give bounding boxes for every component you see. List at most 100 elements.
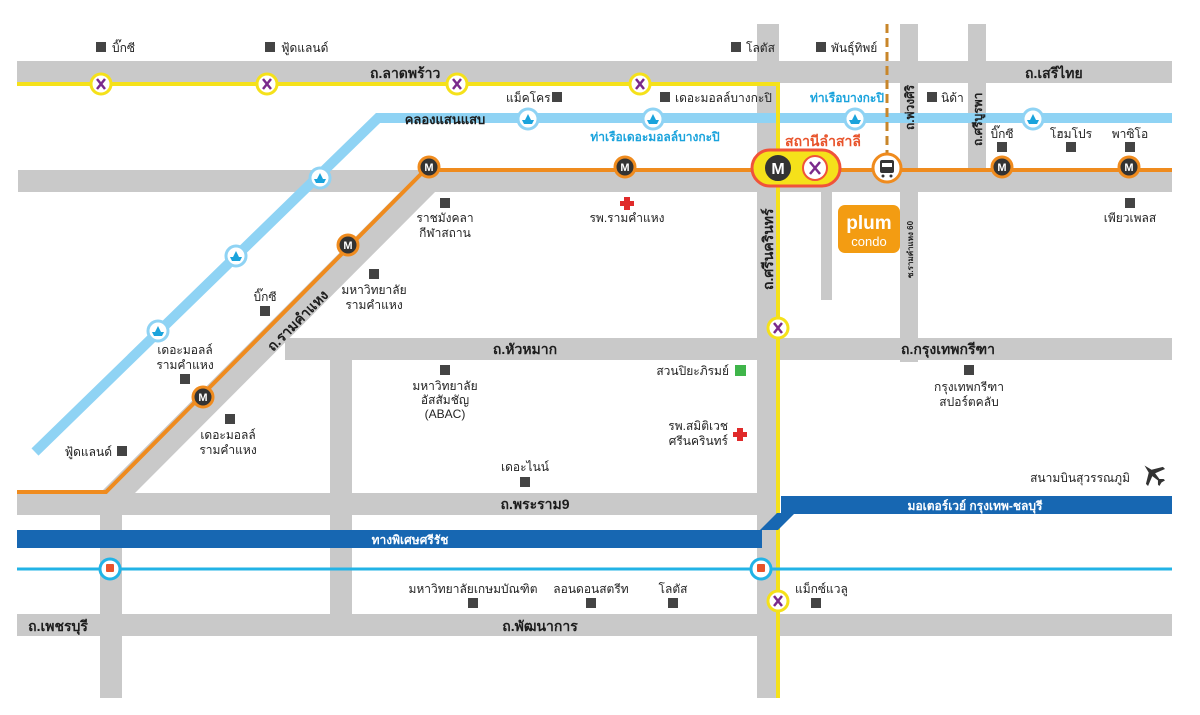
metro-station-icon: M — [613, 155, 637, 179]
label-khlong: คลองแสนแสบ — [405, 112, 486, 127]
place-krungthep-sport-1: กรุงเทพกรีฑา — [934, 380, 1004, 395]
place-mall-ram-2b: รามคำแหง — [199, 443, 256, 457]
place-labels: บิ๊กซี ฟู้ดแลนด์ โลตัส พันธุ์ทิพย์ แม็คโ… — [65, 39, 1157, 597]
road-sri-burapha — [968, 24, 986, 174]
park-marker-icon — [735, 365, 746, 376]
road-hua-mak — [285, 338, 1172, 360]
station-name-label: สถานีลำสาลี — [785, 133, 861, 149]
place-samitivej-1: รพ.สมิติเวช — [668, 419, 728, 433]
place-rajamangala-2: กีฬาสถาน — [419, 226, 471, 240]
place-lawn-down: ลอนดอนสตรีท — [553, 582, 629, 596]
label-phetchaburi: ถ.เพชรบุรี — [28, 618, 88, 635]
canal-layer — [31, 113, 1172, 456]
place-suan-piya: สวนปิยะภิรมย์ — [656, 364, 729, 378]
yellow-line-station-icon — [445, 72, 469, 96]
road-mid-vertical — [330, 340, 352, 616]
lam-sali-station[interactable]: M สถานีลำสาลี — [750, 133, 861, 188]
metro-stations: M M M M M M — [191, 155, 1141, 409]
label-seri-thai: ถ.เสรีไทย — [1025, 64, 1083, 81]
place-home-pro: โฮมโปร — [1050, 127, 1093, 141]
canal-khlong-saen-saep — [31, 113, 1172, 456]
boat-icon — [308, 166, 332, 190]
boat-icon — [516, 107, 540, 131]
marker-square — [117, 446, 127, 456]
rail-station-icon — [749, 557, 773, 581]
marker-square — [520, 477, 530, 487]
place-bigc-1: บิ๊กซี — [112, 39, 135, 55]
si-rat-label: ทางพิเศษศรีรัช — [372, 533, 449, 547]
pier-bangkapi-label: ท่าเรือบางกะปิ — [810, 91, 884, 105]
place-markers — [96, 42, 1135, 608]
boat-icon — [843, 107, 867, 131]
marker-square — [96, 42, 106, 52]
place-bigc-3: บิ๊กซี — [253, 288, 276, 304]
place-mall-ram-1b: รามคำแหง — [156, 358, 213, 372]
label-krungthep-kreetha: ถ.กรุงเทพกรีฑา — [901, 341, 995, 358]
yellow-line-station-icon — [766, 589, 790, 613]
svg-text:M: M — [198, 392, 207, 404]
place-lotus-1: โลตัส — [746, 41, 776, 55]
marker-square — [225, 414, 235, 424]
svg-text:M: M — [1124, 162, 1133, 174]
road-rama9 — [17, 493, 775, 515]
brand-line2: condo — [851, 234, 886, 249]
airplane-icon — [1144, 465, 1166, 487]
place-kasem-uni: มหาวิทยาลัยเกษมบัณฑิต — [408, 582, 537, 596]
road-phuang-siri — [900, 24, 918, 362]
marker-square — [369, 269, 379, 279]
boat-icon — [146, 319, 170, 343]
label-sri-burapha: ถ.ศรีบูรพา — [971, 93, 986, 146]
marker-square — [1066, 142, 1076, 152]
marker-square — [997, 142, 1007, 152]
place-foodland-1: ฟู้ดแลนด์ — [281, 41, 328, 56]
marker-square — [1125, 142, 1135, 152]
marker-square — [927, 92, 937, 102]
expressway-motorway — [781, 496, 1172, 514]
metro-station-icon: M — [336, 233, 360, 257]
place-airport: สนามบินสุวรรณภูมิ — [1030, 471, 1130, 486]
place-pure-place: เพียวเพลส — [1104, 211, 1157, 225]
motorway-label: มอเตอร์เวย์ กรุงเทพ-ชลบุรี — [908, 499, 1043, 514]
marker-square — [668, 598, 678, 608]
marker-square — [731, 42, 741, 52]
place-foodland-2: ฟู้ดแลนด์ — [65, 445, 112, 460]
place-paseo: พาซิโอ — [1112, 127, 1148, 141]
expressway-si-rat — [17, 530, 762, 548]
marker-square — [180, 374, 190, 384]
yellow-line-station-icon — [766, 316, 790, 340]
rail-station-icon — [98, 557, 122, 581]
road-ram-60 — [821, 180, 832, 300]
metro-station-icon: M — [191, 385, 215, 409]
brand-box — [838, 205, 900, 253]
place-lotus-2: โลตัส — [659, 582, 689, 596]
place-samitivej-2: ศรีนครินทร์ — [669, 434, 729, 448]
brand-line1: plum — [846, 213, 891, 234]
metro-station-icon: M — [990, 155, 1014, 179]
road-ramkhamhaeng — [100, 182, 445, 493]
label-rama9: ถ.พระราม9 — [500, 496, 569, 512]
marker-square — [811, 598, 821, 608]
boat-icon — [641, 107, 665, 131]
train-icon — [871, 152, 903, 184]
place-ram-hospital: รพ.รามคำแหง — [589, 211, 664, 225]
marker-square — [964, 365, 974, 375]
marker-square — [552, 92, 562, 102]
station-metro-letter: M — [771, 161, 784, 178]
place-mall-ram-1a: เดอะมอลล์ — [157, 343, 212, 357]
roads-layer — [17, 24, 1172, 698]
label-lat-phrao: ถ.ลาดพร้าว — [370, 65, 441, 81]
arl-stations — [98, 557, 773, 581]
metro-station-icon: M — [417, 155, 441, 179]
station-metro-icon — [763, 153, 793, 183]
yellow-stations — [89, 72, 790, 613]
place-the-nine: เดอะไนน์ — [501, 460, 549, 474]
place-krungthep-sport-2: สปอร์ตคลับ — [939, 395, 998, 409]
label-srinagarindra: ถ.ศรีนครินทร์ — [760, 208, 776, 290]
road-phatthanakan — [17, 614, 1172, 636]
place-nida: นิด้า — [941, 91, 964, 105]
place-ram-uni-2: รามคำแหง — [345, 298, 402, 312]
label-phatthanakan: ถ.พัฒนาการ — [502, 618, 578, 634]
boat-icon — [1021, 107, 1045, 131]
place-abac-3: (ABAC) — [425, 407, 466, 421]
plum-condo-logo[interactable]: plum condo — [838, 205, 900, 253]
